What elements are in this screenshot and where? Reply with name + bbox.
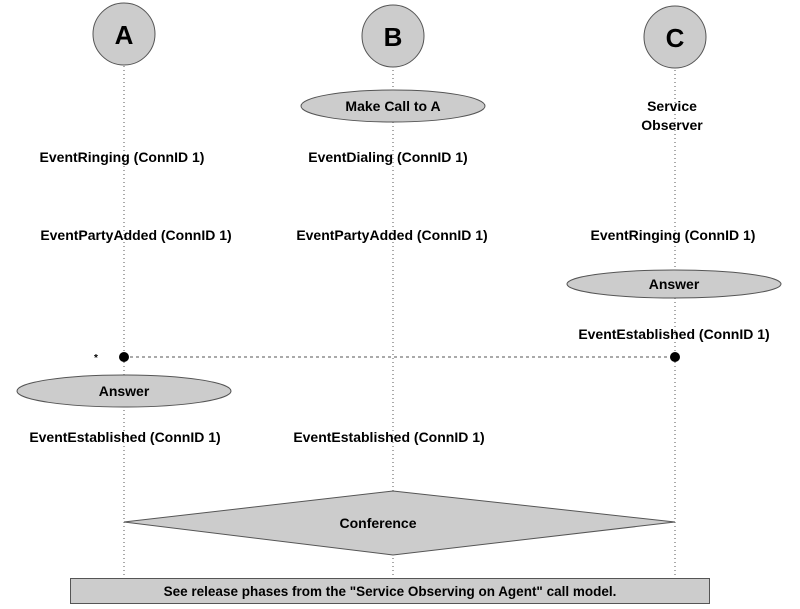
c-answer-action: Answer xyxy=(566,269,782,299)
conference-label: Conference xyxy=(339,515,416,531)
make-call-action: Make Call to A xyxy=(300,89,486,123)
party-b-label: B xyxy=(384,22,403,52)
party-a-label: A xyxy=(115,20,134,50)
party-a: A xyxy=(92,2,156,66)
c-event-established: EventEstablished (ConnID 1) xyxy=(578,326,769,342)
a-answer-action: Answer xyxy=(16,374,232,408)
party-b: B xyxy=(361,4,425,68)
c-answer-label: Answer xyxy=(649,276,700,292)
asterisk-marker: * xyxy=(94,353,98,364)
b-event-party-added: EventPartyAdded (ConnID 1) xyxy=(296,227,487,243)
release-phases-note: See release phases from the "Service Obs… xyxy=(70,578,710,604)
a-connection-dot xyxy=(119,352,129,362)
c-event-ringing: EventRinging (ConnID 1) xyxy=(591,227,756,243)
make-call-label: Make Call to A xyxy=(345,98,440,114)
party-c: C xyxy=(643,5,707,69)
c-connection-dot xyxy=(670,352,680,362)
conference-shape: Conference xyxy=(123,490,676,556)
a-event-party-added: EventPartyAdded (ConnID 1) xyxy=(40,227,231,243)
b-event-dialing: EventDialing (ConnID 1) xyxy=(308,149,467,165)
service-observer-line2: Observer xyxy=(641,117,703,133)
a-event-ringing: EventRinging (ConnID 1) xyxy=(40,149,205,165)
b-event-established: EventEstablished (ConnID 1) xyxy=(293,429,484,445)
a-answer-label: Answer xyxy=(99,383,150,399)
service-observer-line1: Service xyxy=(647,98,697,114)
party-c-label: C xyxy=(666,23,685,53)
a-event-established: EventEstablished (ConnID 1) xyxy=(29,429,220,445)
